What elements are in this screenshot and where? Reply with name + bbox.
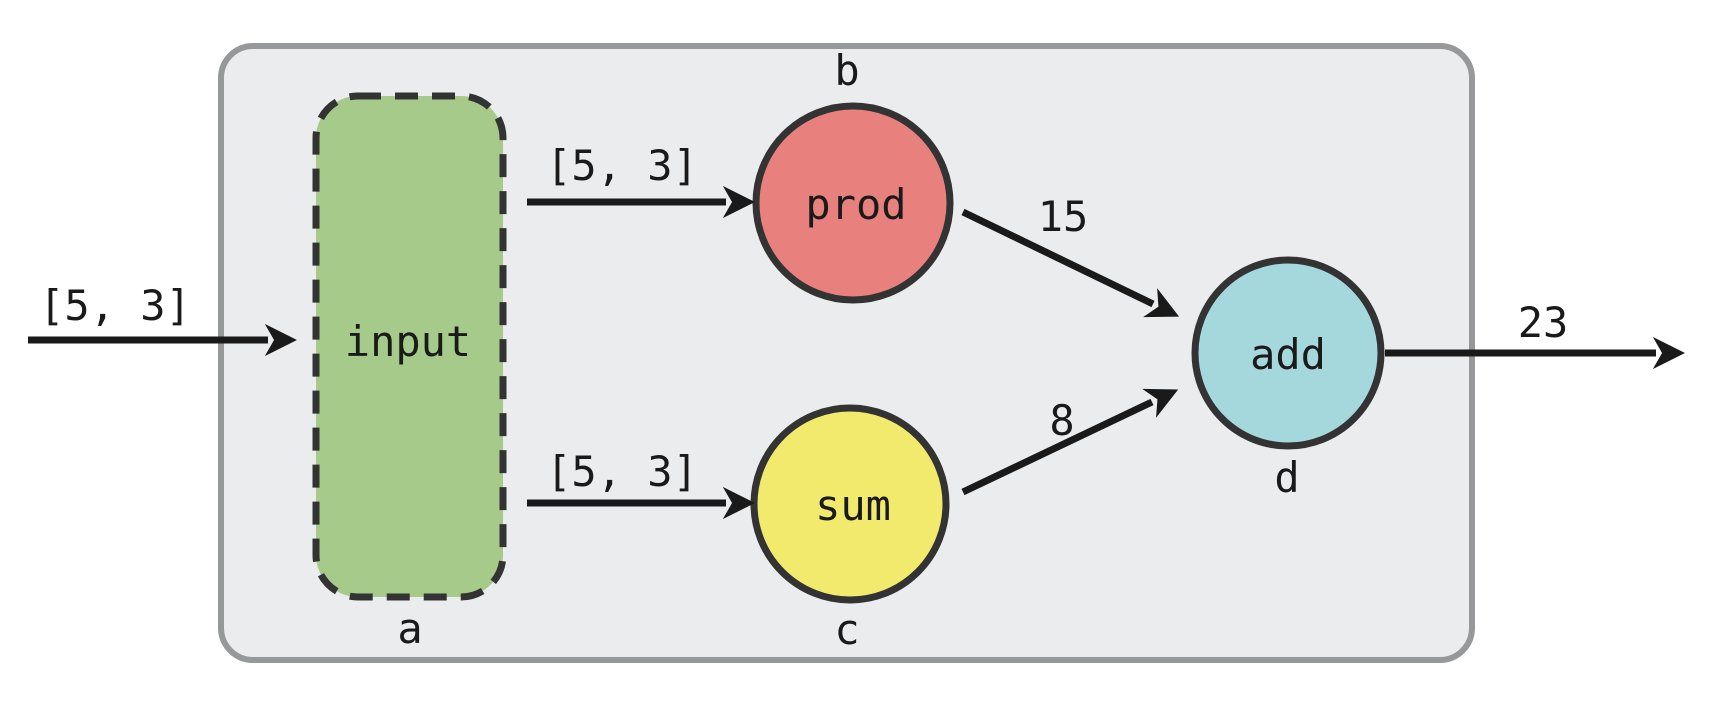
sum-var-label: c bbox=[834, 605, 860, 654]
edge-label-sum-to-add: 8 bbox=[1049, 396, 1075, 445]
add-node-label: add bbox=[1250, 330, 1326, 379]
arrow-sum-to-add bbox=[961, 388, 1179, 496]
edge-label-input-to-prod: [5, 3] bbox=[546, 141, 698, 190]
prod-node-label: prod bbox=[805, 180, 907, 229]
input-node-shape bbox=[312, 92, 507, 601]
input-var-label: a bbox=[397, 604, 423, 653]
edge-label-external-to-input: [5, 3] bbox=[39, 281, 191, 330]
edge-label-add-to-output: 23 bbox=[1517, 298, 1569, 347]
arrow-prod-to-add bbox=[961, 208, 1180, 318]
edge-label-input-to-sum: [5, 3] bbox=[546, 447, 698, 496]
add-node-shape bbox=[1191, 256, 1385, 450]
prod-node-shape bbox=[752, 102, 954, 304]
sum-node-label: sum bbox=[815, 481, 891, 530]
input-node-label: input bbox=[344, 317, 472, 366]
edge-label-prod-to-add: 15 bbox=[1037, 192, 1089, 241]
prod-var-label: b bbox=[834, 46, 860, 95]
add-var-label: d bbox=[1274, 453, 1300, 502]
